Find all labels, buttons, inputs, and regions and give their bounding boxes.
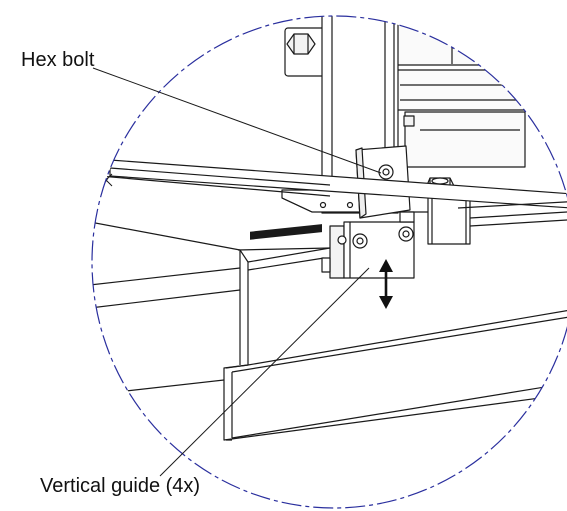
z-profile — [92, 221, 567, 441]
right-block — [427, 195, 471, 245]
rail — [99, 159, 567, 227]
vertical-guide-label: Vertical guide (4x) — [40, 475, 201, 497]
hex-bolt-label: Hex bolt — [21, 49, 95, 71]
motion-arrow — [379, 259, 393, 309]
hex-bolt-leader-line — [92, 67, 382, 174]
vertical-guide-block — [321, 211, 415, 279]
upper-frame — [384, 16, 551, 168]
detail-geometry — [92, 16, 567, 441]
vertical-guide-leader-line — [159, 267, 370, 477]
top-bracket-bolt — [284, 27, 326, 77]
